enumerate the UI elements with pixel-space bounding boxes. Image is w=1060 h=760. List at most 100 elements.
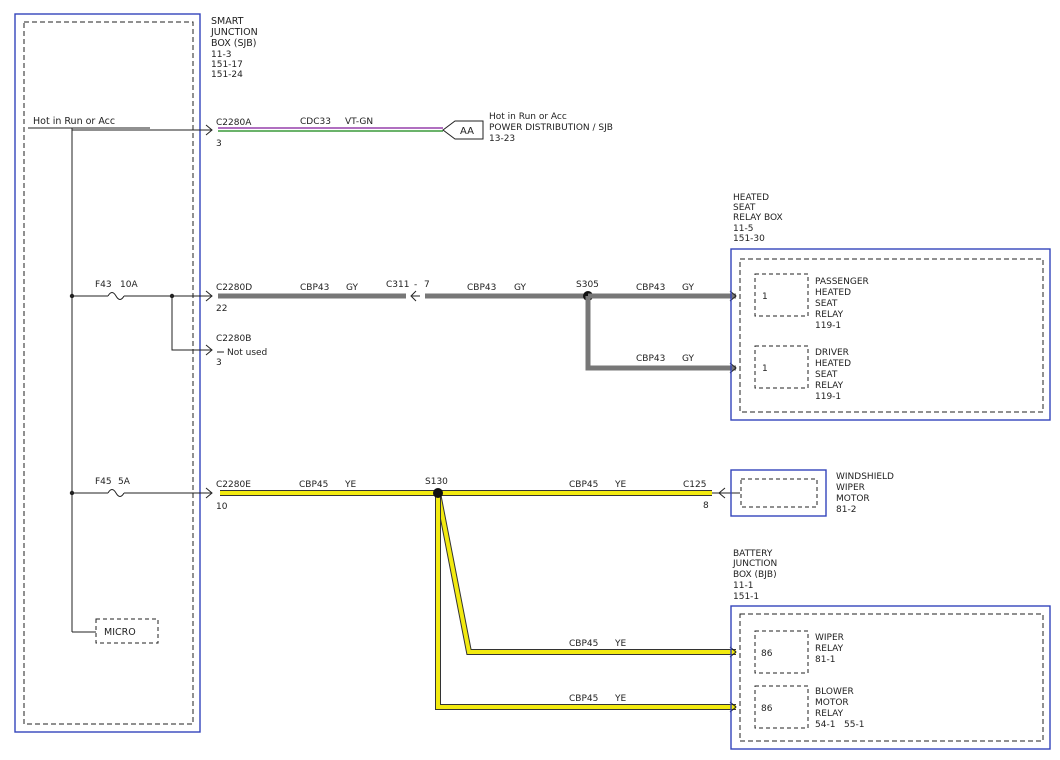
s130-label: S130 [425, 477, 448, 487]
sjb-inner-border [23, 21, 194, 725]
c311-label: C311 [386, 280, 409, 290]
bjb-title-3: BOX (BJB) [733, 570, 777, 580]
cbp45-c-color: YE [614, 639, 626, 649]
passenger-relay-name-4: RELAY [815, 310, 844, 320]
cbp45-b-color: YE [614, 480, 626, 490]
wiper-motor: WINDSHIELD WIPER MOTOR 81-2 [730, 469, 894, 517]
cbp45-wire-d [436, 493, 736, 709]
c311-pin: 7 [424, 280, 430, 290]
cbp45-d-label: CBP45 [569, 694, 598, 704]
blower-relay-pin: 86 [761, 704, 773, 714]
passenger-relay-icon [754, 273, 809, 317]
hsrb-outer-border [730, 248, 1051, 421]
bjb-module: BATTERY JUNCTION BOX (BJB) 11-1 151-1 86… [730, 549, 1051, 750]
blower-relay-name-3: RELAY [815, 709, 844, 719]
dest-line-1: Hot in Run or Acc [489, 112, 567, 122]
driver-relay-name-3: SEAT [815, 370, 838, 380]
c2280a-pin-icon [205, 124, 213, 136]
fuse-f43-icon [107, 292, 125, 300]
cbp43-a-label: CBP43 [300, 283, 329, 293]
cbp43-b-label: CBP43 [467, 283, 496, 293]
sjb-title-2: JUNCTION [210, 27, 258, 38]
f45-rating: 5A [118, 477, 131, 487]
cbp45-wire-c-outline [435, 492, 736, 655]
cbp45-a-color: YE [344, 480, 356, 490]
wiper-relay-name-2: RELAY [815, 644, 844, 654]
bjb-ref-2: 151-1 [733, 592, 759, 602]
wiper-relay-pin: 86 [761, 649, 773, 659]
f45-label: F45 [95, 477, 112, 487]
cbp43-wire-d [585, 296, 736, 371]
cbp43-c-label: CBP43 [636, 283, 665, 293]
c311-dash: - [414, 280, 417, 290]
dest-line-3: 13-23 [489, 134, 515, 144]
passenger-relay-pin-icon [729, 290, 737, 302]
sjb-title-3: BOX (SJB) [211, 38, 257, 49]
passenger-relay-name-1: PASSENGER [815, 277, 869, 287]
wiper-motor-name-3: MOTOR [836, 494, 870, 504]
c2280e-label: C2280E [216, 480, 251, 490]
cbp43-d-color: GY [682, 354, 695, 364]
sjb-ref-1: 11-3 [211, 50, 231, 60]
c2280b-label: C2280B [216, 334, 251, 344]
sjb-module: SMART JUNCTION BOX (SJB) 11-3 151-17 151… [14, 13, 258, 733]
sjb-ref-3: 151-24 [211, 70, 243, 80]
offpage-tag: AA [460, 126, 474, 137]
c2280b-pin: 3 [216, 358, 222, 368]
s305-label: S305 [576, 280, 599, 290]
driver-relay-name-4: RELAY [815, 381, 844, 391]
hsrb-title-1: HEATED [733, 193, 769, 203]
blower-relay-pin-icon [729, 701, 737, 713]
hsrb-inner-border [739, 258, 1044, 413]
cbp45-c-label: CBP45 [569, 639, 598, 649]
bjb-title-1: BATTERY [733, 549, 773, 559]
bjb-inner-border [739, 613, 1044, 742]
wiper-motor-inner-border [740, 478, 818, 508]
wiper-relay-pin-icon [729, 646, 737, 658]
sjb-hot-label: Hot in Run or Acc [33, 116, 115, 127]
fuse-f45-icon [107, 489, 125, 497]
passenger-relay-name-2: HEATED [815, 288, 851, 298]
micro-box [95, 618, 159, 644]
blower-relay-icon [754, 685, 809, 729]
cbp45-a-label: CBP45 [299, 480, 328, 490]
splice-s130-icon [433, 488, 443, 498]
hsrb-title-3: RELAY BOX [733, 213, 783, 223]
cbp45-b-label: CBP45 [569, 480, 598, 490]
driver-relay-name-1: DRIVER [815, 348, 849, 358]
cdc33-color-label: VT-GN [345, 117, 373, 127]
driver-relay-pin-icon [729, 362, 737, 374]
c125-pin-icon [718, 487, 726, 499]
hsrb-title-2: SEAT [733, 203, 756, 213]
unused-branch-wire [171, 296, 212, 351]
cbp45-d-color: YE [614, 694, 626, 704]
wiper-motor-name-2: WIPER [836, 483, 865, 493]
c2280d-pin: 22 [216, 304, 227, 314]
heated-seat-relay-box: HEATED SEAT RELAY BOX 11-5 151-30 1 PASS… [730, 193, 1051, 421]
c2280e-pin: 10 [216, 502, 228, 512]
c311-pin-icon [410, 290, 417, 302]
hsrb-ref-2: 151-30 [733, 234, 765, 244]
bjb-ref-1: 11-1 [733, 581, 753, 591]
cbp43-a-color: GY [346, 283, 359, 293]
circuit-cbp45: F45 5A C2280E 10 CBP45 YE CBP45 YE CBP45… [69, 477, 740, 713]
sjb-title-1: SMART [211, 16, 244, 27]
circuit-cbp43: F43 10A C2280D 22 CBP43 GY C311 - 7 CBP4… [69, 280, 737, 374]
driver-relay-name-2: HEATED [815, 359, 851, 369]
sjb-outer-border [14, 13, 201, 733]
wiper-motor-name-1: WINDSHIELD [836, 472, 894, 482]
f43-rating: 10A [120, 280, 138, 290]
driver-relay-icon [754, 345, 809, 389]
c2280a-pin: 3 [216, 139, 222, 149]
blower-relay-name-2: MOTOR [815, 698, 849, 708]
wiper-relay-icon [754, 630, 809, 674]
sjb-ref-2: 151-17 [211, 60, 243, 70]
bjb-outer-border [730, 605, 1051, 750]
driver-relay-ref: 119-1 [815, 392, 841, 402]
passenger-relay-name-3: SEAT [815, 299, 838, 309]
wiper-motor-ref: 81-2 [836, 505, 856, 515]
wiper-motor-outer-border [730, 469, 827, 517]
blower-relay-name-1: BLOWER [815, 687, 854, 697]
bjb-title-2: JUNCTION [732, 559, 777, 569]
offpage-connector-icon [442, 120, 484, 140]
